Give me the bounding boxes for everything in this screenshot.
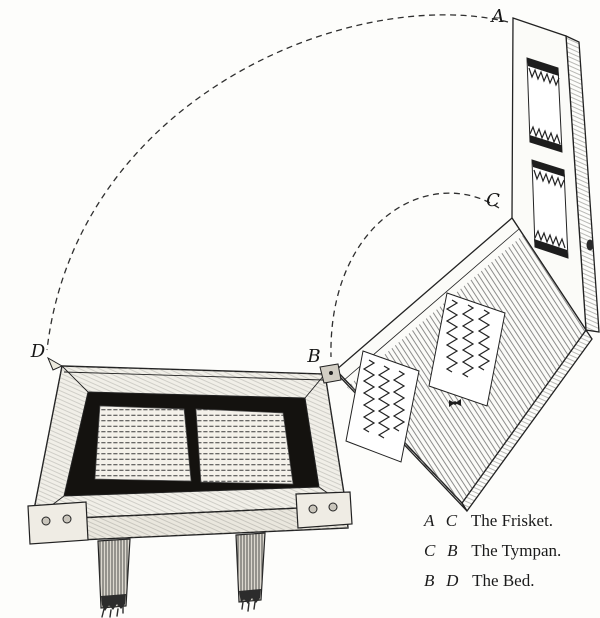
sawtooth-edge (529, 125, 561, 145)
page-left-text (95, 406, 191, 481)
label-a: A (490, 6, 505, 27)
bolt-icon (41, 516, 51, 526)
frisket-window-2 (531, 159, 569, 259)
label-c: C (486, 190, 500, 211)
legend-item-bed: B D The Bed. (424, 566, 600, 596)
label-d: D (30, 341, 46, 362)
tympan-panel (335, 217, 593, 513)
legend-name: The Tympan. (471, 541, 562, 560)
legend-name: The Frisket. (470, 511, 554, 530)
sawtooth-column (477, 309, 491, 371)
legend-item-frisket: A C The Frisket. (424, 506, 600, 536)
figure-labels: A C B D (30, 6, 505, 367)
legend-name: The Bed. (472, 571, 535, 590)
frisket-window-1-bottom-strip (529, 135, 562, 152)
rotation-arcs (46, 14, 509, 358)
arc-frisket-swing (46, 14, 509, 351)
corner-block-left (27, 501, 89, 545)
legend-item-tympan: C B The Tympan. (424, 536, 600, 566)
bolt-icon (328, 502, 338, 512)
leg-ink-foot (239, 589, 261, 604)
corner-block-right (295, 491, 353, 529)
frisket-window-1-top-strip (527, 58, 559, 76)
sawtooth-column (377, 365, 391, 439)
tympan-sheet-left (345, 350, 420, 463)
frame-corner-joints (31, 365, 347, 521)
bed-corner-finial (46, 356, 64, 371)
frisket-window-2-bottom-strip (534, 239, 568, 258)
frisket-window-1 (526, 57, 563, 153)
sawtooth-edge (534, 229, 566, 249)
legend-letters: C B (424, 541, 462, 560)
leg-frays (101, 606, 124, 618)
bolt-icon (62, 514, 72, 524)
bed (27, 356, 353, 618)
leg-grain (236, 533, 265, 602)
clasp-ornament (449, 399, 461, 407)
bed-back-rail-line (63, 371, 324, 381)
leg-frays (241, 601, 256, 612)
legend: A C The Frisket. C B The Tympan. B D The Be… (424, 506, 600, 596)
legend-letters: A C (424, 511, 461, 530)
tympan-sheet (345, 350, 420, 463)
type-pages (94, 405, 294, 485)
sawtooth-column (392, 370, 406, 432)
frisket-window-2-top-strip (532, 160, 565, 177)
leg-right (235, 532, 266, 612)
page-right-text (196, 409, 293, 484)
legend-letters: B D (424, 571, 463, 590)
tympan-sheet-right (428, 292, 506, 407)
label-b: B (306, 346, 320, 367)
sawtooth-column (445, 299, 459, 373)
sawtooth-column (362, 359, 376, 433)
leg-grain (98, 539, 130, 608)
arc-tympan-swing (330, 192, 500, 358)
tympan-hinge-bracket (319, 363, 342, 384)
bed-apron-hatch (32, 506, 348, 542)
frisket-catch-knob (586, 239, 594, 251)
sawtooth-column (461, 304, 475, 378)
leg-ink-foot (101, 594, 126, 611)
sawtooth-edge (528, 67, 560, 87)
bolt-icon (308, 504, 318, 514)
leg-left (97, 538, 131, 618)
sawtooth-edge (533, 169, 565, 189)
frisket-panel (511, 17, 600, 333)
